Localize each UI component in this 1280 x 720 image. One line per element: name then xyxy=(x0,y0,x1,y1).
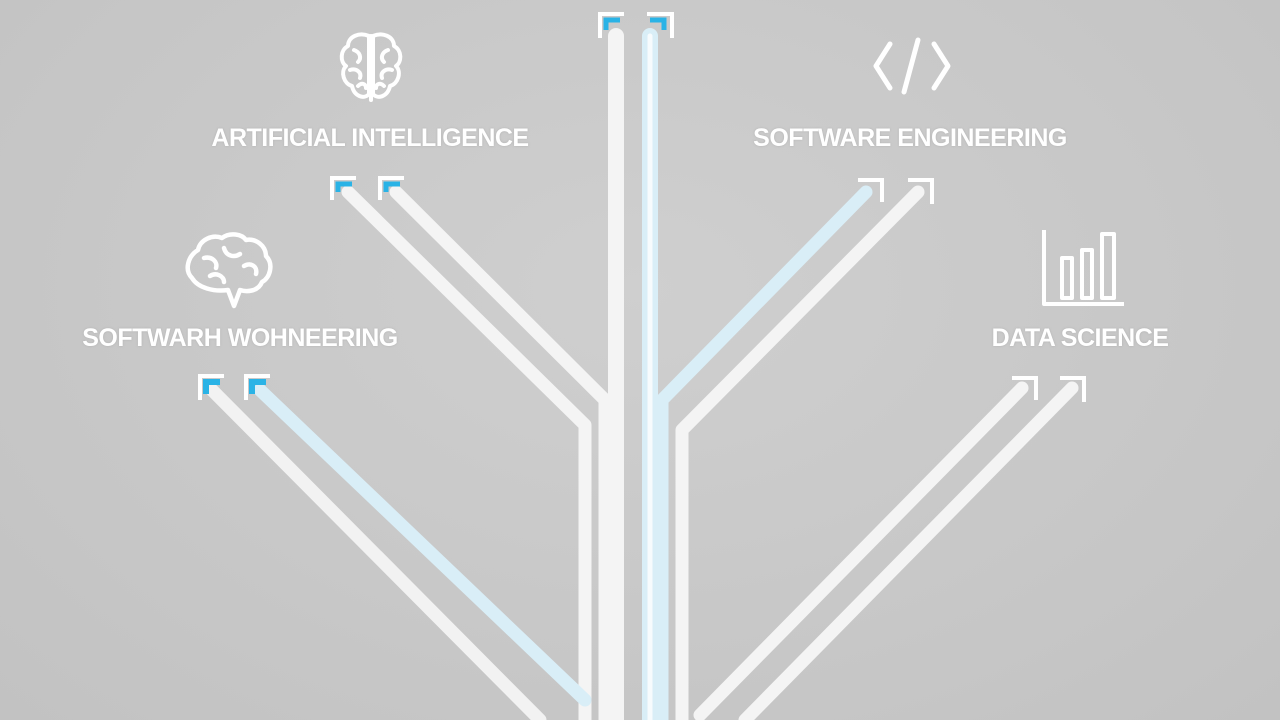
endpoint-bracket xyxy=(1060,376,1086,402)
branch-ds-inner xyxy=(693,381,1029,720)
branch-label-se-left: SOFTWARH WOHNEERING xyxy=(82,324,398,352)
brain-icon xyxy=(339,32,403,102)
endpoint-bracket xyxy=(378,176,404,200)
endpoint-bracket xyxy=(244,374,270,400)
bar-chart-icon xyxy=(1042,230,1124,306)
branch-se-left-inner xyxy=(253,383,592,707)
branch-ai-inner xyxy=(389,185,612,720)
branch-se-left-outer xyxy=(205,383,547,720)
brain-icon xyxy=(185,232,273,309)
branch-ds-outer xyxy=(738,381,1079,720)
endpoint-bracket xyxy=(198,374,224,400)
endpoint-bracket xyxy=(858,178,884,202)
branch-se-top-inner xyxy=(655,185,873,720)
code-icon xyxy=(873,37,951,95)
branch-ai-outer xyxy=(341,185,592,720)
branch-se-top-outer xyxy=(675,185,925,720)
branch-label-se-top: SOFTWARE ENGINEERING xyxy=(753,124,1067,152)
endpoint-bracket xyxy=(1012,376,1038,400)
endpoint-bracket xyxy=(647,12,674,38)
branch-label-ds: DATA SCIENCE xyxy=(991,324,1169,352)
endpoint-bracket xyxy=(598,12,624,38)
branch-label-ai: ARTIFICIAL INTELLIGENCE xyxy=(211,124,529,152)
endpoint-bracket xyxy=(908,178,934,204)
endpoint-bracket xyxy=(330,176,356,200)
